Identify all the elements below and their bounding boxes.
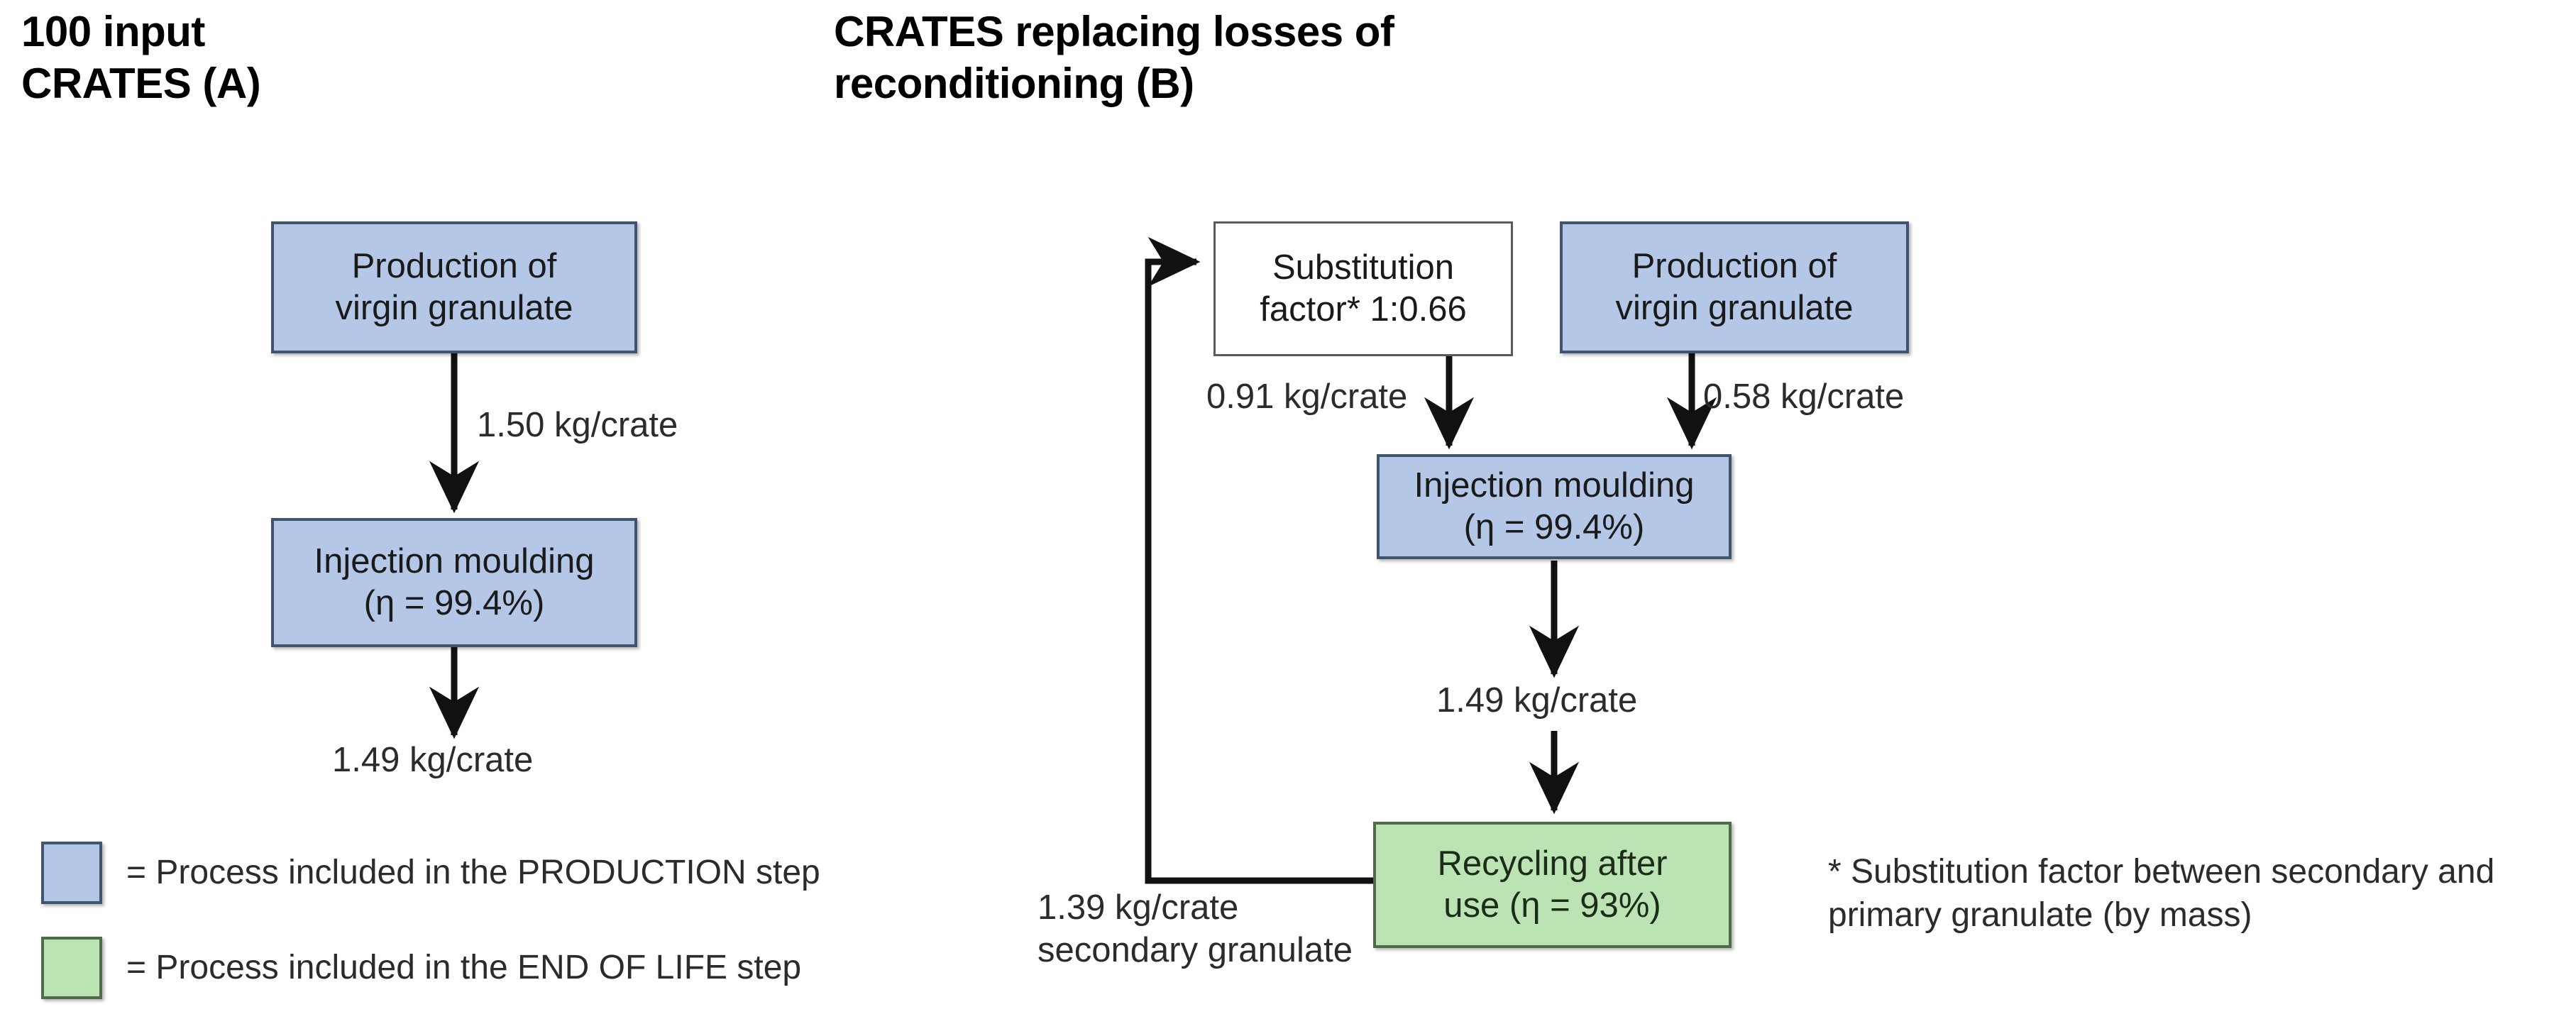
- footnote-substitution-factor: * Substitution factor between secondary …: [1828, 853, 2495, 935]
- flow-label-b-substitution-to-injection: 0.91 kg/crate: [1206, 378, 1408, 416]
- node-a-injection[interactable]: Injection moulding (η = 99.4%): [271, 518, 637, 647]
- flow-label-a-injection-output: 1.49 kg/crate: [332, 741, 534, 779]
- legend-swatch-production: [41, 842, 102, 904]
- node-b-substitution[interactable]: Substitution factor* 1:0.66: [1213, 221, 1513, 356]
- legend-item-end-of-life: = Process included in the END OF LIFE st…: [41, 937, 801, 999]
- flow-label-b-recycling-to-substitution: 1.39 kg/crate secondary granulate: [1037, 888, 1353, 969]
- panel-a-heading: 100 input CRATES (A): [21, 8, 261, 108]
- panel-b-heading: CRATES replacing losses of reconditionin…: [834, 8, 1394, 108]
- node-a-production[interactable]: Production of virgin granulate: [271, 221, 637, 353]
- node-b-injection[interactable]: Injection moulding (η = 99.4%): [1377, 454, 1732, 559]
- flow-label-b-injection-to-recycling: 1.49 kg/crate: [1436, 681, 1638, 720]
- flow-label-a-production-to-injection: 1.50 kg/crate: [477, 406, 678, 444]
- legend-item-production: = Process included in the PRODUCTION ste…: [41, 842, 820, 904]
- flow-label-b-production-to-injection: 0.58 kg/crate: [1703, 378, 1905, 416]
- legend-label-production: = Process included in the PRODUCTION ste…: [126, 854, 820, 892]
- legend-swatch-end-of-life: [41, 937, 102, 999]
- legend-label-end-of-life: = Process included in the END OF LIFE st…: [126, 949, 802, 987]
- node-b-production[interactable]: Production of virgin granulate: [1560, 221, 1909, 353]
- node-b-recycling[interactable]: Recycling after use (η = 93%): [1373, 822, 1732, 948]
